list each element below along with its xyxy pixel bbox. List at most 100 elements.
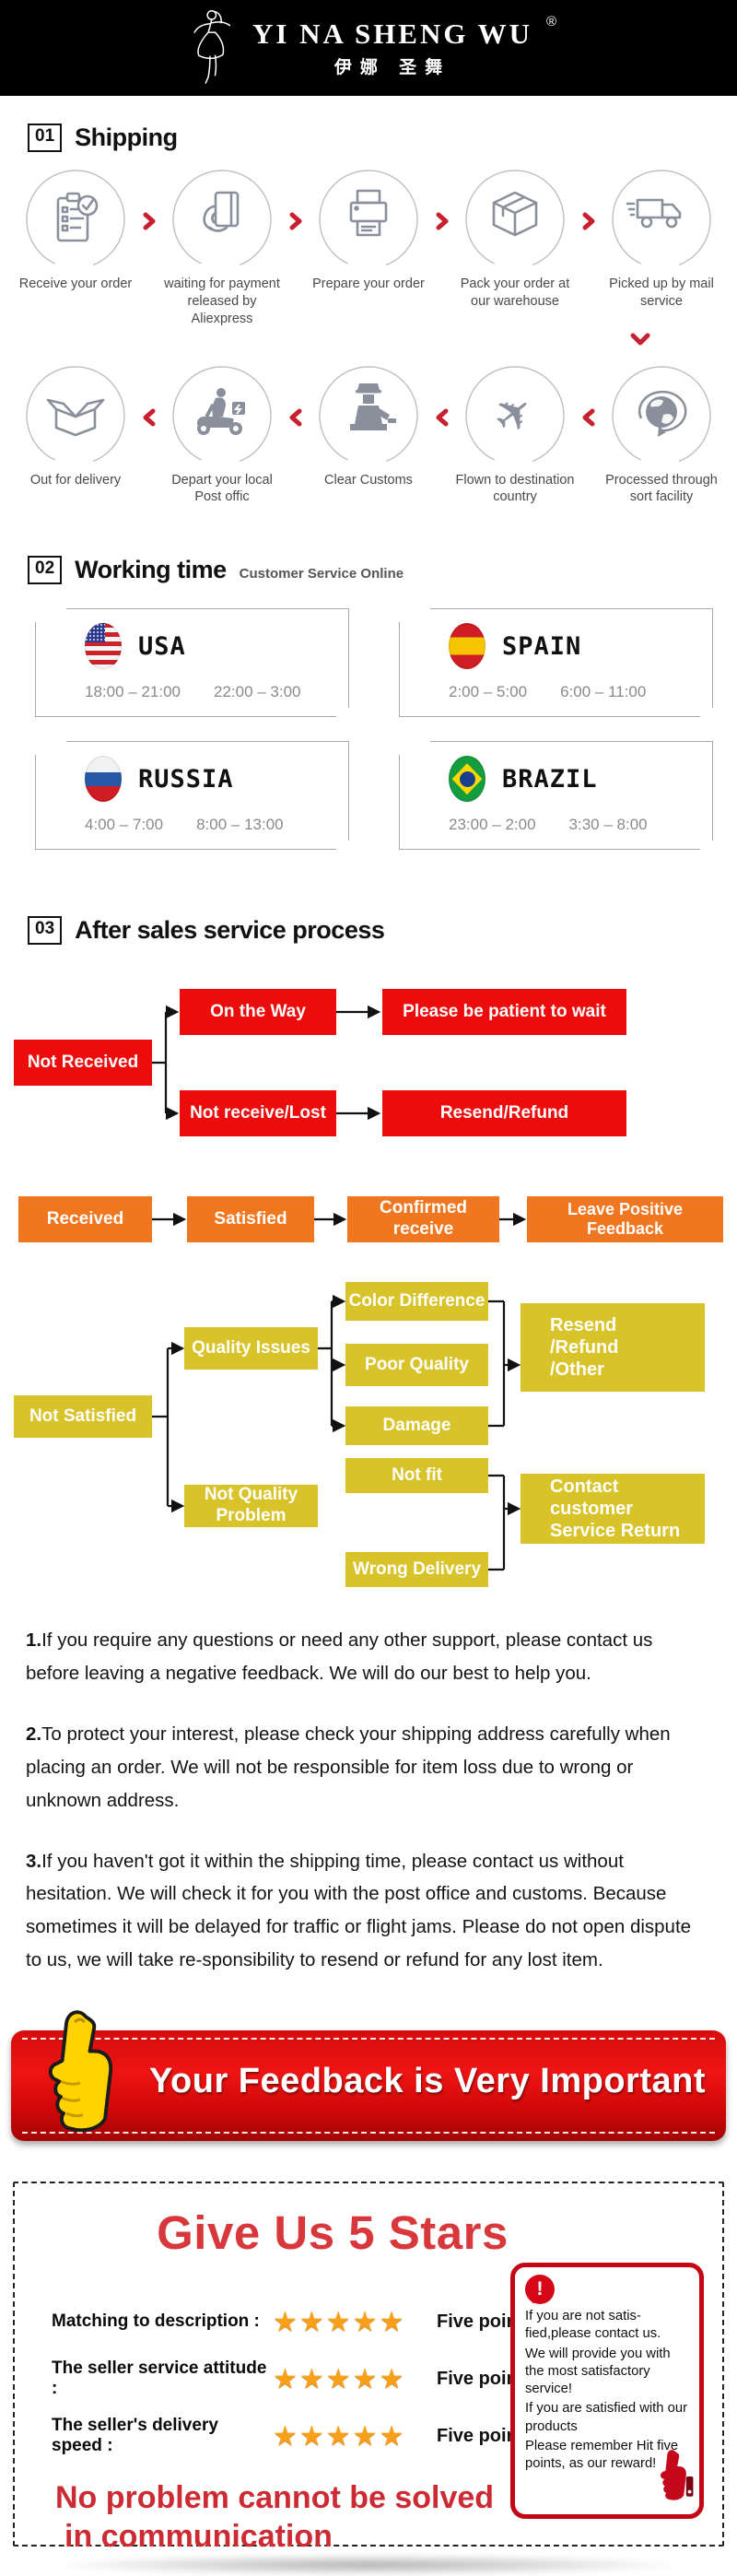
shipping-step: Out for delivery	[11, 361, 141, 489]
country-hours: 4:00 – 7:00 8:00 – 13:00	[35, 802, 349, 834]
package-box-icon	[465, 170, 565, 269]
stars-title: Give Us 5 Stars	[157, 2206, 509, 2260]
step-label: Flown to destination country	[455, 472, 575, 505]
hours-range: 4:00 – 7:00	[85, 816, 164, 834]
section-title: Working time	[75, 556, 227, 584]
russia-flag-icon	[85, 756, 122, 803]
step-label: Picked up by mail service	[609, 276, 714, 309]
order-clipboard-icon	[26, 170, 125, 269]
country-hours: 2:00 – 5:00 6:00 – 11:00	[399, 669, 713, 701]
country-name: RUSSIA	[138, 764, 234, 794]
hours-range: 22:00 – 3:00	[213, 683, 301, 701]
chevron-left-icon	[436, 408, 448, 427]
star-row-label: Matching to description :	[52, 2311, 260, 2332]
working-time-title-row: 02 Working time Customer Service Online	[28, 556, 737, 585]
star-rating-icon: ★★★★★	[273, 2306, 406, 2337]
country-card-brazil: BRAZIL 23:00 – 2:00 3:30 – 8:00	[399, 741, 713, 851]
country-card-spain: SPAIN 2:00 – 5:00 6:00 – 11:00	[399, 608, 713, 718]
flow-box-color-difference: Color Difference	[345, 1282, 488, 1322]
step-label: Processed through sort facility	[605, 472, 718, 505]
section-number: 03	[28, 916, 63, 946]
dancer-logo-icon	[181, 7, 238, 89]
flow-box-contact-customer-service: Contact customer Service Return	[521, 1474, 705, 1545]
shipping-step: Clear Customs	[304, 361, 434, 489]
chevron-down-icon	[630, 333, 650, 346]
shipping-step: Depart your local Post offic	[158, 361, 287, 507]
flow-box-damage: Damage	[345, 1406, 488, 1446]
courier-scooter-icon	[172, 365, 272, 465]
country-grid: USA 18:00 – 21:00 22:00 – 3:00 SPAIN 2:0…	[35, 608, 713, 851]
globe-sort-icon	[612, 365, 711, 465]
section-shipping: 01 Shipping Receive your order	[0, 124, 737, 506]
thumbs-up-icon	[33, 2005, 133, 2149]
note-line: If you are satisfied with our products	[525, 2401, 688, 2434]
card-frame	[399, 622, 700, 718]
star-rating-icon: ★★★★★	[273, 2363, 406, 2394]
airplane-icon: ✈	[465, 365, 565, 465]
flowchart-not-received: Not Received On the Way Please be patien…	[0, 982, 737, 1143]
section-number: 01	[28, 124, 63, 152]
star-row-label: The seller's delivery speed :	[52, 2416, 218, 2456]
chevron-right-icon	[289, 212, 301, 230]
open-box-icon	[26, 365, 125, 465]
flow-box-not-satisfied: Not Satisfied	[14, 1395, 152, 1439]
chevron-left-icon	[289, 408, 301, 427]
note-number: 1.	[26, 1629, 42, 1652]
solved-line-2: in communication	[64, 2518, 333, 2554]
small-thumbs-up-icon	[653, 2447, 696, 2511]
note-3: 3.If you haven't got it within the shipp…	[26, 1845, 711, 1978]
step-label: Receive your order	[18, 276, 133, 291]
flow-box-resend-refund-other: Resend /Refund /Other	[521, 1303, 705, 1393]
card-frame	[66, 741, 349, 841]
flow-box-not-receive-lost: Not receive/Lost	[180, 1090, 336, 1137]
card-frame	[35, 755, 336, 851]
flow-box-quality-issues: Quality Issues	[184, 1327, 318, 1370]
five-points-label: Five points	[437, 2311, 534, 2332]
country-hours: 23:00 – 2:00 3:30 – 8:00	[399, 802, 713, 834]
hours-range: 23:00 – 2:00	[449, 816, 536, 834]
customs-officer-icon	[319, 365, 418, 465]
note-text: To protect your interest, please check y…	[26, 1723, 671, 1811]
star-row-label: The seller service attitude :	[52, 2358, 267, 2399]
country-name: USA	[138, 631, 186, 661]
flow-box-received: Received	[18, 1196, 152, 1243]
shipping-step: Prepare your order	[304, 165, 434, 293]
country-card-russia: RUSSIA 4:00 – 7:00 8:00 – 13:00	[35, 741, 349, 851]
chevron-right-icon	[143, 212, 155, 230]
flow-box-resend-refund: Resend/Refund	[382, 1090, 626, 1137]
five-points-label: Five points	[437, 2425, 534, 2446]
section-working-time: 02 Working time Customer Service Online …	[0, 556, 737, 851]
flow-box-not-received: Not Received	[14, 1040, 152, 1087]
five-stars-box: Give Us 5 Stars Matching to description …	[13, 2182, 724, 2554]
shipping-step: Receive your order	[11, 165, 141, 293]
section-title: After sales service process	[75, 916, 385, 945]
note-2: 2.To protect your interest, please check…	[26, 1718, 711, 1817]
star-row-delivery-speed: The seller's delivery speed : ★★★★★ Five…	[15, 2407, 722, 2464]
hours-range: 18:00 – 21:00	[85, 683, 181, 701]
flow-box-leave-positive-feedback: Leave Positive Feedback	[527, 1196, 723, 1243]
hours-range: 8:00 – 13:00	[196, 816, 284, 834]
chevron-right-icon	[436, 212, 448, 230]
note-line: Please remember Hit five points, as our …	[525, 2438, 679, 2471]
card-frame	[430, 608, 713, 709]
shipping-step: ✈ Flown to destination country	[450, 361, 580, 507]
banner-background	[11, 2030, 726, 2142]
country-card-usa: USA 18:00 – 21:00 22:00 – 3:00	[35, 608, 349, 718]
card-frame	[399, 755, 700, 851]
banner-text: Your Feedback is Very Important	[149, 2062, 706, 2101]
hours-range: 2:00 – 5:00	[449, 683, 528, 701]
hours-range: 3:30 – 8:00	[568, 816, 648, 834]
delivery-truck-icon	[612, 170, 711, 269]
shipping-step: Picked up by mail service	[597, 165, 727, 311]
step-label: Out for delivery	[29, 472, 122, 488]
card-frame	[35, 622, 336, 718]
brand-block: YI NA SHENG WU ® 伊娜 圣舞	[252, 14, 556, 78]
brazil-flag-icon	[449, 756, 485, 803]
star-rating-icon: ★★★★★	[273, 2420, 406, 2452]
flow-box-not-quality-problem: Not Quality Problem	[184, 1485, 318, 1528]
section-title: Shipping	[75, 124, 178, 151]
warning-note-box: ! If you are not satis-fied,please conta…	[510, 2263, 704, 2520]
flowchart-received: Received Satisfied Confirmed receive Lea…	[0, 1196, 737, 1243]
connector-lines	[152, 1295, 521, 1571]
chevron-left-icon	[143, 408, 155, 427]
